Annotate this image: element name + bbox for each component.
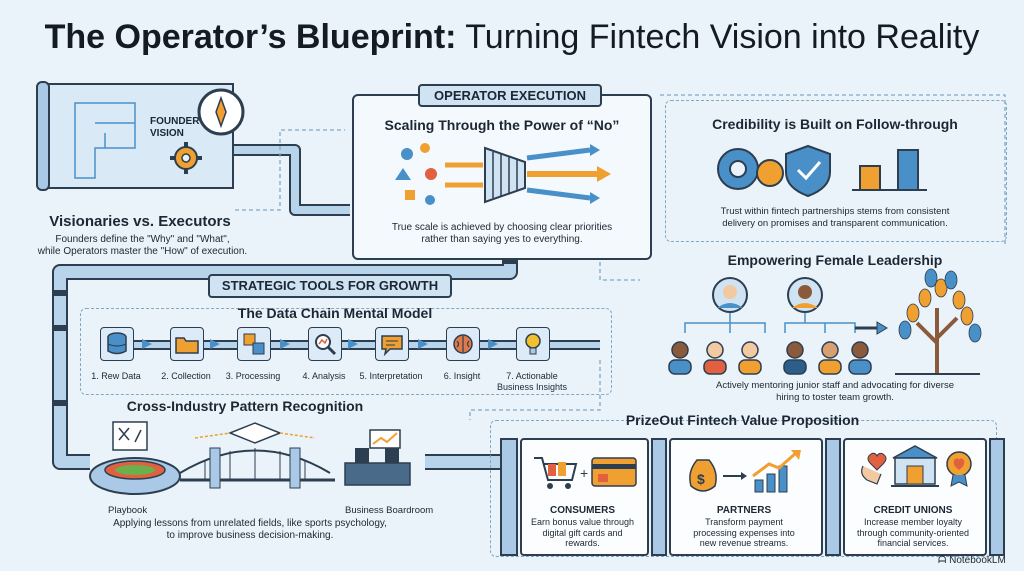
founder-text-2: while Operators master the "How" of exec… xyxy=(37,246,248,257)
cross-text: Applying lessons from unrelated fields, … xyxy=(60,518,440,542)
consumers-text-2: digital gift cards and xyxy=(542,527,623,538)
partners-text-2: processing expenses into xyxy=(693,527,795,538)
folder-icon xyxy=(175,337,199,354)
cross-text-1: Applying lessons from unrelated fields, … xyxy=(113,518,387,529)
operator-text: True scale is achieved by choosing clear… xyxy=(352,222,652,246)
lightbulb-icon xyxy=(525,333,541,355)
pillar-4 xyxy=(989,438,1005,556)
partners-text-1: Transform payment xyxy=(705,517,783,527)
step-analysis xyxy=(308,327,342,361)
step-label-4: 4. Analysis xyxy=(302,371,346,381)
founder-heading: Visionaries vs. Executors xyxy=(49,213,231,230)
credit-unions-title: CREDIT UNIONS xyxy=(873,505,953,516)
credibility-heading: Credibility is Built on Follow-through xyxy=(712,116,958,132)
consumers-text-3: rewards. xyxy=(565,538,600,548)
operator-banner: OPERATOR EXECUTION xyxy=(418,84,602,107)
title-rest: Turning Fintech Vision into Reality xyxy=(456,18,980,56)
speech-bubble-icon xyxy=(381,335,403,357)
money-growth-icon: $ xyxy=(689,450,801,493)
database-icon xyxy=(107,332,127,355)
data-chain-heading: The Data Chain Mental Model xyxy=(237,305,433,321)
cross-industry-bridge-illustration xyxy=(89,421,411,495)
consumers-text-1: Earn bonus value through xyxy=(530,517,635,527)
female-heading: Empowering Female Leadership xyxy=(727,252,943,268)
founder-text-1: Founders define the "Why" and "What", xyxy=(55,234,230,245)
svg-text:+: + xyxy=(580,465,588,481)
prizeout-heading: PrizeOut Fintech Value Proposition xyxy=(625,412,860,428)
pillar-3 xyxy=(825,438,841,556)
female-text: Actively mentoring junior staff and advo… xyxy=(665,380,1005,404)
step-label-6: 6. Insight xyxy=(443,371,481,381)
partners-title: PARTNERS xyxy=(716,505,772,516)
pillar-1 xyxy=(500,438,518,556)
female-text-2: hiring to toster team growth. xyxy=(776,392,894,403)
strategic-banner: STRATEGIC TOOLS FOR GROWTH xyxy=(208,274,452,298)
partners-text-3: new revenue streams. xyxy=(699,538,789,548)
founder-text: Founders define the "Why" and "What",whi… xyxy=(10,234,275,258)
credibility-box xyxy=(665,100,1007,242)
step-label-7: 7. Actionable Business Insights xyxy=(496,371,568,392)
founder-label-1: FOUNDER xyxy=(150,116,200,127)
compass-icon xyxy=(197,88,245,136)
boardroom-label: Business Boardroom xyxy=(345,505,434,516)
credit-union-bank-icon xyxy=(861,445,972,487)
processing-icon xyxy=(243,333,265,355)
cross-text-2: to improve business decision-making. xyxy=(166,530,334,541)
credit-unions-text-1: Increase member loyalty xyxy=(863,517,963,527)
cross-heading: Cross-Industry Pattern Recognition xyxy=(126,398,364,414)
data-chain-arrows xyxy=(142,339,498,349)
credibility-text: Trust within fintech partnerships stems … xyxy=(665,206,1005,230)
brain-icon xyxy=(453,334,473,354)
credibility-text-2: delivery on promises and transparent com… xyxy=(722,218,948,229)
credit-unions-text-3: financial services. xyxy=(877,538,949,548)
title-bold: The Operator’s Blueprint: xyxy=(44,18,457,56)
step-raw-data xyxy=(100,327,134,361)
step-actionable-insights xyxy=(516,327,550,361)
founder-label-2: VISION xyxy=(150,128,184,139)
data-chain-box xyxy=(80,308,612,395)
consumers-title: CONSUMERS xyxy=(549,505,615,516)
notebooklm-icon: ᗩ xyxy=(938,555,950,566)
step-insight xyxy=(446,327,480,361)
credit-unions-text-2: through community-oriented xyxy=(856,527,970,538)
svg-text:$: $ xyxy=(697,471,705,487)
mentorship-tree-diagram xyxy=(668,268,982,375)
magnifier-icon xyxy=(315,334,337,356)
operator-heading: Scaling Through the Power of “No” xyxy=(384,117,620,133)
operator-text-1: True scale is achieved by choosing clear… xyxy=(391,222,613,233)
gear-icon xyxy=(170,142,202,174)
watermark: ᗩ NotebookLM xyxy=(938,555,1006,566)
female-text-1: Actively mentoring junior staff and advo… xyxy=(716,380,954,391)
page-title: The Operator’s Blueprint: Turning Fintec… xyxy=(0,18,1024,57)
operator-text-2: rather than saying yes to everything. xyxy=(421,234,583,245)
step-collection xyxy=(170,327,204,361)
trust-icons xyxy=(717,144,927,198)
watermark-text: NotebookLM xyxy=(949,555,1006,566)
step-interpretation xyxy=(375,327,409,361)
cart-giftcard-icon: + xyxy=(534,457,637,489)
step-label-5: 5. Interpretation xyxy=(359,371,423,381)
pillar-2 xyxy=(651,438,667,556)
step-label-1: 1. Rew Data xyxy=(91,371,141,381)
credibility-text-1: Trust within fintech partnerships stems … xyxy=(720,206,950,217)
playbook-label: Playbook xyxy=(108,505,148,516)
step-processing xyxy=(237,327,271,361)
funnel-prioritization-icon xyxy=(395,143,611,205)
step-label-3: 3. Processing xyxy=(225,371,281,381)
step-label-2: 2. Collection xyxy=(161,371,211,381)
